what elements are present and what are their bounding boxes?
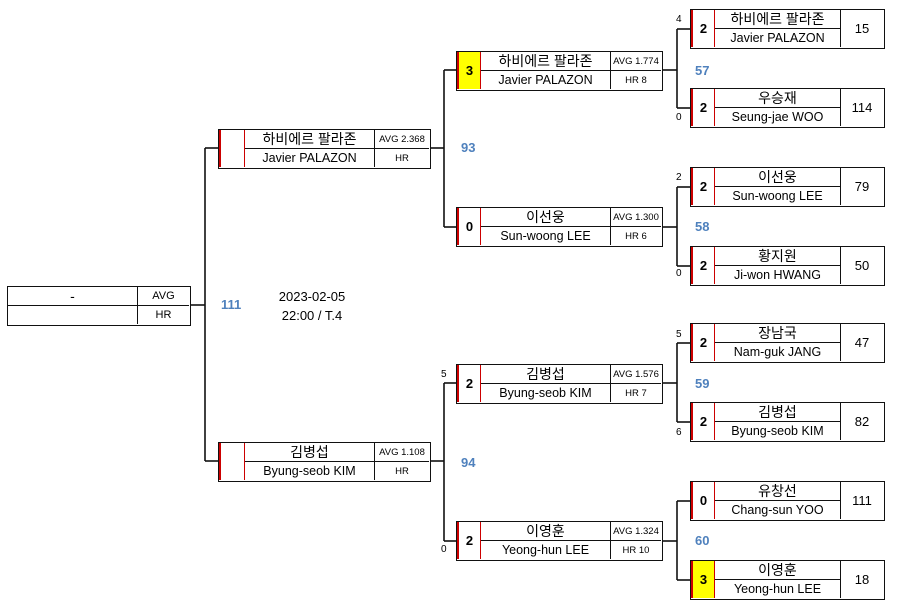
semifinal-player-name-en: Javier PALAZON	[245, 149, 375, 167]
round16-box: 2 장남국 Nam-guk JANG 47	[690, 323, 885, 363]
round16-score: 2	[691, 324, 715, 361]
quarterfinal-box: 0 이선웅 AVG 1.300 Sun-woong LEE HR 6	[456, 207, 663, 247]
round16-player-name-ko: 이영훈	[715, 561, 841, 580]
round16-box: 2 하비에르 팔라존 Javier PALAZON 15	[690, 9, 885, 49]
quarterfinal-score: 3	[457, 52, 481, 89]
round16-player-name-ko: 우승재	[715, 89, 841, 108]
quarterfinal-hr: HR 7	[625, 387, 647, 399]
r16-match-number: 57	[695, 63, 710, 78]
round16-score: 2	[691, 10, 715, 47]
semifinal-score	[219, 130, 245, 167]
r16-side-number: 0	[676, 268, 682, 279]
semifinal-box: 김병섭 AVG 1.108 Byung-seob KIM HR	[218, 442, 431, 482]
quarterfinal-box: 2 김병섭 AVG 1.576 Byung-seob KIM HR 7	[456, 364, 663, 404]
round16-seed-number: 114	[851, 100, 873, 115]
round16-box: 3 이영훈 Yeong-hun LEE 18	[690, 560, 885, 600]
round16-box: 2 이선웅 Sun-woong LEE 79	[690, 167, 885, 207]
quarterfinal-hr: HR 10	[622, 544, 650, 556]
quarterfinal-box: 3 하비에르 팔라존 AVG 1.774 Javier PALAZON HR 8	[456, 51, 663, 91]
semifinal-avg: AVG 2.368	[375, 130, 429, 149]
round16-score: 2	[691, 403, 715, 440]
semi-match-number: 94	[461, 455, 476, 470]
round16-seed-number: 15	[854, 21, 870, 36]
r16-match-number: 58	[695, 219, 710, 234]
quarter-side-number: 0	[441, 544, 447, 555]
round16-seed-number: 111	[852, 493, 872, 508]
round16-player-name-ko: 하비에르 팔라존	[715, 10, 841, 29]
quarterfinal-hr: HR 8	[625, 74, 647, 86]
round16-player-name-en: Javier PALAZON	[715, 29, 841, 47]
quarterfinal-score: 2	[457, 522, 481, 559]
round16-player-name-en: Nam-guk JANG	[715, 343, 841, 361]
r16-side-number: 2	[676, 172, 682, 183]
quarterfinal-score: 2	[457, 365, 481, 402]
semifinal-box: 하비에르 팔라존 AVG 2.368 Javier PALAZON HR	[218, 129, 431, 169]
round16-score: 2	[691, 168, 715, 205]
match-date: 2023-02-05	[278, 289, 346, 304]
r16-side-number: 5	[676, 329, 682, 340]
round16-score: 2	[691, 89, 715, 126]
round16-player-name-en: Yeong-hun LEE	[715, 580, 841, 598]
r16-match-number: 60	[695, 533, 710, 548]
round16-player-name-en: Seung-jae WOO	[715, 108, 841, 126]
semifinal-avg: AVG 1.108	[375, 443, 429, 462]
quarterfinal-avg: AVG 1.324	[611, 522, 661, 541]
round16-player-name-en: Chang-sun YOO	[715, 501, 841, 519]
r16-side-number: 4	[676, 14, 682, 25]
r16-match-number: 59	[695, 376, 710, 391]
semifinal-player-name-ko: 하비에르 팔라존	[245, 130, 375, 149]
quarterfinal-player-name-en: Byung-seob KIM	[481, 384, 611, 402]
quarterfinal-player-name-en: Yeong-hun LEE	[481, 541, 611, 559]
r16-side-number: 0	[676, 112, 682, 123]
round16-seed-number: 47	[854, 335, 870, 350]
round16-score: 2	[691, 247, 715, 284]
semifinal-player-name-ko: 김병섭	[245, 443, 375, 462]
semifinal-hr: HR	[395, 152, 409, 164]
quarterfinal-score: 0	[457, 208, 481, 245]
r16-side-number: 6	[676, 427, 682, 438]
round16-player-name-ko: 유창선	[715, 482, 841, 501]
final-avg-label: AVG	[138, 287, 189, 306]
round16-seed-number: 79	[854, 179, 870, 194]
semi-match-number: 93	[461, 140, 476, 155]
quarterfinal-player-name-ko: 이영훈	[481, 522, 611, 541]
round16-player-name-en: Byung-seob KIM	[715, 422, 841, 440]
final-box: - AVG HR	[7, 286, 191, 326]
quarter-side-number: 5	[441, 369, 447, 380]
round16-box: 2 우승재 Seung-jae WOO 114	[690, 88, 885, 128]
quarterfinal-player-name-ko: 하비에르 팔라존	[481, 52, 611, 71]
quarterfinal-player-name-ko: 김병섭	[481, 365, 611, 384]
round16-player-name-en: Ji-won HWANG	[715, 266, 841, 284]
final-player-name-ko: -	[8, 287, 138, 306]
semifinal-score	[219, 443, 245, 480]
final-match-number: 111	[221, 297, 242, 312]
round16-box: 2 김병섭 Byung-seob KIM 82	[690, 402, 885, 442]
round16-player-name-ko: 장남국	[715, 324, 841, 343]
round16-box: 2 황지원 Ji-won HWANG 50	[690, 246, 885, 286]
round16-player-name-ko: 이선웅	[715, 168, 841, 187]
round16-seed-number: 82	[854, 414, 870, 429]
semifinal-hr: HR	[395, 465, 409, 477]
round16-player-name-en: Sun-woong LEE	[715, 187, 841, 205]
match-time-table: 22:00 / T.4	[281, 308, 343, 323]
round16-seed-number: 50	[854, 258, 870, 273]
round16-seed-number: 18	[854, 572, 870, 587]
round16-player-name-ko: 김병섭	[715, 403, 841, 422]
round16-player-name-ko: 황지원	[715, 247, 841, 266]
quarterfinal-hr: HR 6	[625, 230, 647, 242]
round16-score: 3	[691, 561, 715, 598]
round16-score: 0	[691, 482, 715, 519]
quarterfinal-player-name-en: Javier PALAZON	[481, 71, 611, 89]
quarterfinal-avg: AVG 1.300	[611, 208, 661, 227]
round16-box: 0 유창선 Chang-sun YOO 111	[690, 481, 885, 521]
final-player-name-en	[8, 306, 138, 324]
final-hr-label: HR	[155, 309, 172, 321]
quarterfinal-player-name-ko: 이선웅	[481, 208, 611, 227]
quarterfinal-avg: AVG 1.576	[611, 365, 661, 384]
quarterfinal-avg: AVG 1.774	[611, 52, 661, 71]
semifinal-player-name-en: Byung-seob KIM	[245, 462, 375, 480]
quarterfinal-box: 2 이영훈 AVG 1.324 Yeong-hun LEE HR 10	[456, 521, 663, 561]
quarterfinal-player-name-en: Sun-woong LEE	[481, 227, 611, 245]
